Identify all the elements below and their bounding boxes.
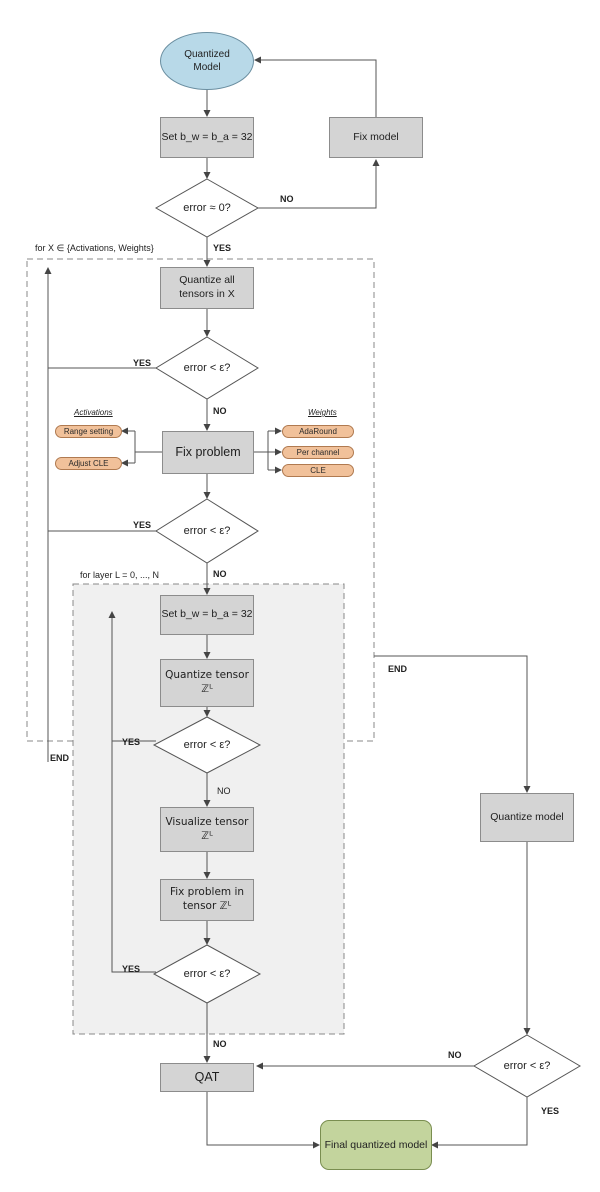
edge-label-yes-eps-4: YES — [122, 964, 141, 974]
fix-model-label: Fix model — [353, 130, 399, 143]
visualize-tensor-label: Visualize tensor ℤᴸ — [165, 815, 249, 842]
decision-error-zero-label: error ≈ 0? — [183, 202, 231, 214]
edge-label-no-eps-3: NO — [217, 786, 231, 796]
edge-label-end-outer: END — [388, 664, 408, 674]
set-bits-top-label: Set b_w = b_a = 32 — [161, 130, 253, 143]
qat-label: QAT — [194, 1070, 220, 1085]
qat-box: QAT — [160, 1063, 254, 1092]
decision-error-zero — [154, 178, 260, 238]
quantize-tensor-label: Quantize tensor ℤᴸ — [165, 669, 249, 695]
fix-problem-tensor-box: Fix problem in tensor ℤᴸ — [160, 879, 254, 921]
quantize-all-label: Quantize all tensors in X — [179, 274, 235, 300]
start-node-label: Quantized Model — [184, 49, 230, 73]
start-node: Quantized Model — [160, 32, 254, 90]
decision-eps-3 — [152, 716, 262, 774]
inner-loop-caption: for layer L = 0, ..., N — [80, 570, 159, 580]
set-bits-inner-box: Set b_w = b_a = 32 — [160, 595, 254, 635]
edge-label-yes-eps-1: YES — [133, 358, 152, 368]
activation-option-label: Range setting — [63, 427, 114, 436]
decision-eps-1 — [155, 336, 259, 400]
edge-label-no-eps-1: NO — [213, 406, 227, 416]
set-bits-top-box: Set b_w = b_a = 32 — [160, 117, 254, 158]
weight-option-adaround: AdaRound — [282, 425, 354, 438]
weight-option-cle: CLE — [282, 464, 354, 477]
quantize-model-label: Quantize model — [490, 810, 564, 823]
edge-label-end-inner: END — [50, 753, 70, 763]
weight-option-label: Per channel — [296, 448, 340, 457]
decision-eps-1-label: error < ε? — [183, 362, 231, 374]
final-node-label: Final quantized model — [324, 1139, 428, 1151]
decision-eps-4 — [152, 944, 262, 1004]
decision-eps-3-label: error < ε? — [183, 739, 231, 751]
edge-label-no-eps-2: NO — [213, 569, 227, 579]
quantize-all-box: Quantize all tensors in X — [160, 267, 254, 309]
edge-label-yes-eps-5: YES — [541, 1106, 560, 1116]
edge-label-yes-eps-2: YES — [133, 520, 152, 530]
set-bits-inner-label: Set b_w = b_a = 32 — [161, 608, 253, 621]
fix-problem-box: Fix problem — [162, 431, 254, 474]
edge-label-no-eps-4: NO — [213, 1039, 227, 1049]
weights-header: Weights — [308, 408, 337, 417]
outer-loop-caption: for X ∈ {Activations, Weights} — [35, 243, 154, 253]
decision-eps-5-label: error < ε? — [503, 1060, 551, 1072]
decision-eps-4-label: error < ε? — [183, 968, 231, 980]
fix-problem-label: Fix problem — [175, 445, 241, 460]
decision-eps-2 — [155, 498, 259, 564]
weight-option-label: CLE — [310, 466, 326, 475]
activations-header: Activations — [74, 408, 113, 417]
final-node: Final quantized model — [320, 1120, 432, 1170]
quantize-model-box: Quantize model — [480, 793, 574, 842]
activation-option-adjust-cle: Adjust CLE — [55, 457, 122, 470]
weight-option-label: AdaRound — [299, 427, 337, 436]
fix-problem-tensor-label: Fix problem in tensor ℤᴸ — [169, 886, 245, 912]
edge-label-no-fix-model: NO — [280, 194, 294, 204]
quantize-tensor-box: Quantize tensor ℤᴸ — [160, 659, 254, 707]
edge-label-yes-eps-3: YES — [122, 737, 141, 747]
activation-option-range-setting: Range setting — [55, 425, 122, 438]
edge-label-yes-enter-loop: YES — [213, 243, 232, 253]
decision-eps-5 — [473, 1034, 581, 1098]
visualize-tensor-box: Visualize tensor ℤᴸ — [160, 807, 254, 852]
edge-label-no-eps-5: NO — [448, 1050, 462, 1060]
activation-option-label: Adjust CLE — [68, 459, 109, 468]
decision-eps-2-label: error < ε? — [183, 525, 231, 537]
weight-option-per-channel: Per channel — [282, 446, 354, 459]
fix-model-box: Fix model — [329, 117, 423, 158]
